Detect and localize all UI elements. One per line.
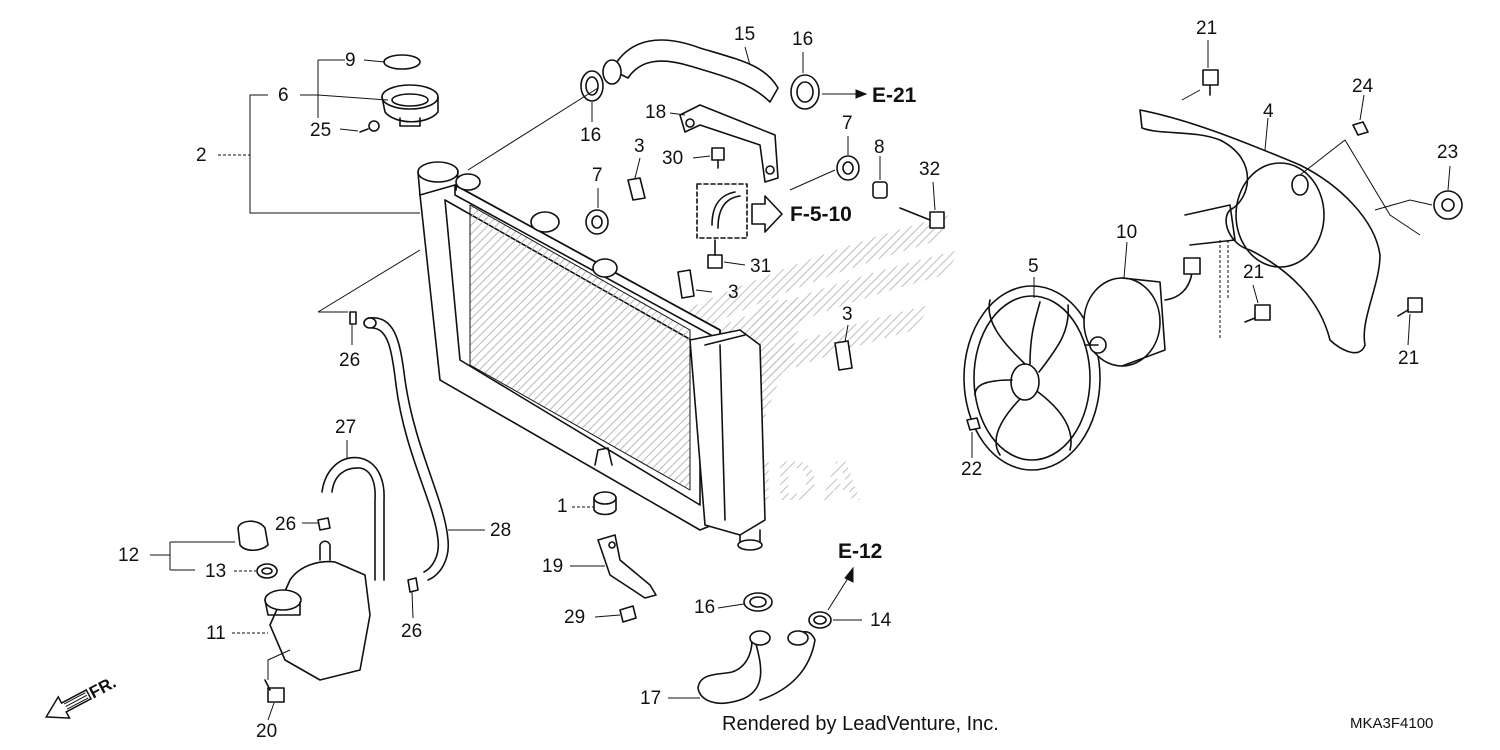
f510-detail-box (696, 183, 783, 239)
collar-8 (872, 181, 888, 199)
fan-grommet-23 (1433, 190, 1463, 220)
callout-32[interactable]: 32 (919, 159, 941, 180)
radiator-cap (381, 54, 439, 127)
callout-15[interactable]: 15 (734, 24, 756, 45)
callout-17[interactable]: 17 (640, 688, 662, 709)
callout-16-lower[interactable]: 16 (694, 597, 716, 618)
ref-e12[interactable]: E-12 (838, 540, 883, 563)
clip-3-upper (627, 177, 646, 201)
callout-26-mid[interactable]: 26 (275, 514, 297, 535)
clip-3-middle (677, 269, 695, 299)
callout-3-upper[interactable]: 3 (634, 136, 645, 157)
bolt-30 (711, 147, 725, 169)
callout-22[interactable]: 22 (961, 459, 983, 480)
screw-25 (359, 120, 380, 133)
callout-4[interactable]: 4 (1263, 101, 1274, 122)
reserve-tank (264, 540, 371, 681)
bolt-31 (707, 239, 723, 269)
callout-19[interactable]: 19 (542, 556, 564, 577)
hose-clip-26-bottom (407, 577, 419, 593)
hose-clamp-lower (743, 592, 773, 612)
bolt-32 (899, 207, 945, 229)
hose-clip-26-mid (317, 517, 331, 531)
hose-clamp-14 (808, 611, 832, 629)
callout-7-right[interactable]: 7 (842, 113, 853, 134)
siphon-hose (363, 317, 450, 581)
upper-hose (602, 39, 779, 103)
lower-bracket (597, 534, 657, 599)
callout-20[interactable]: 20 (256, 721, 278, 742)
diagram-code: MKA3F4100 (1350, 715, 1434, 732)
hose-clip-26-top (349, 311, 357, 325)
callout-16-right[interactable]: 16 (792, 29, 814, 50)
radiator (417, 161, 766, 551)
cooling-fan (963, 285, 1101, 471)
callout-29[interactable]: 29 (564, 607, 586, 628)
bolt-21-middle (1244, 304, 1271, 323)
callout-30[interactable]: 30 (662, 148, 684, 169)
nut-24 (1352, 121, 1369, 136)
callout-24[interactable]: 24 (1352, 76, 1374, 97)
front-direction-indicator: FR. (38, 660, 138, 725)
grommet-upper (585, 209, 609, 235)
callout-18[interactable]: 18 (645, 102, 667, 123)
grommet-right (836, 155, 860, 181)
callout-5[interactable]: 5 (1028, 256, 1039, 277)
hose-clamp-upper-right (790, 74, 820, 110)
callout-25[interactable]: 25 (310, 120, 332, 141)
ref-e21[interactable]: E-21 (872, 84, 917, 107)
rubber-mount (593, 491, 617, 516)
callout-27[interactable]: 27 (335, 417, 357, 438)
callout-13[interactable]: 13 (205, 561, 227, 582)
callout-16-upper[interactable]: 16 (580, 125, 602, 146)
callout-2[interactable]: 2 (196, 145, 207, 166)
callout-12[interactable]: 12 (118, 545, 140, 566)
callout-6[interactable]: 6 (278, 85, 289, 106)
callout-23[interactable]: 23 (1437, 142, 1459, 163)
callout-1[interactable]: 1 (557, 496, 568, 517)
lower-hose (697, 630, 816, 704)
bolt-29 (619, 605, 637, 623)
bolt-21-right (1397, 297, 1423, 317)
callout-21-top[interactable]: 21 (1196, 18, 1218, 39)
clip-3-right (834, 340, 853, 371)
bolt-21-top (1202, 69, 1219, 96)
callout-28[interactable]: 28 (490, 520, 512, 541)
hose-bracket (679, 104, 779, 183)
nut-22 (966, 417, 981, 431)
fan-shroud (1139, 109, 1381, 354)
callout-21-middle[interactable]: 21 (1243, 262, 1265, 283)
callout-14[interactable]: 14 (870, 610, 892, 631)
fan-motor (1083, 257, 1201, 367)
front-arrow-icon: FR. (44, 673, 119, 719)
overflow-hose (321, 456, 385, 581)
callout-3-middle[interactable]: 3 (728, 282, 739, 303)
bolt-20 (264, 679, 285, 703)
callout-11[interactable]: 11 (206, 623, 226, 644)
callout-9[interactable]: 9 (345, 50, 356, 71)
callout-10[interactable]: 10 (1116, 222, 1138, 243)
callout-8[interactable]: 8 (874, 137, 885, 158)
callout-26-bottom[interactable]: 26 (401, 621, 423, 642)
hose-clamp-upper-left (580, 70, 604, 102)
callout-3-right[interactable]: 3 (842, 304, 853, 325)
ref-f510[interactable]: F-5-10 (790, 203, 852, 226)
callout-26-top[interactable]: 26 (339, 350, 361, 371)
callout-31[interactable]: 31 (750, 256, 772, 277)
reserve-cap-seal (256, 563, 278, 579)
callout-21-right[interactable]: 21 (1398, 348, 1420, 369)
reserve-cap (237, 520, 269, 552)
callout-7-upper[interactable]: 7 (592, 165, 603, 186)
credit-line: Rendered by LeadVenture, Inc. (722, 713, 999, 735)
